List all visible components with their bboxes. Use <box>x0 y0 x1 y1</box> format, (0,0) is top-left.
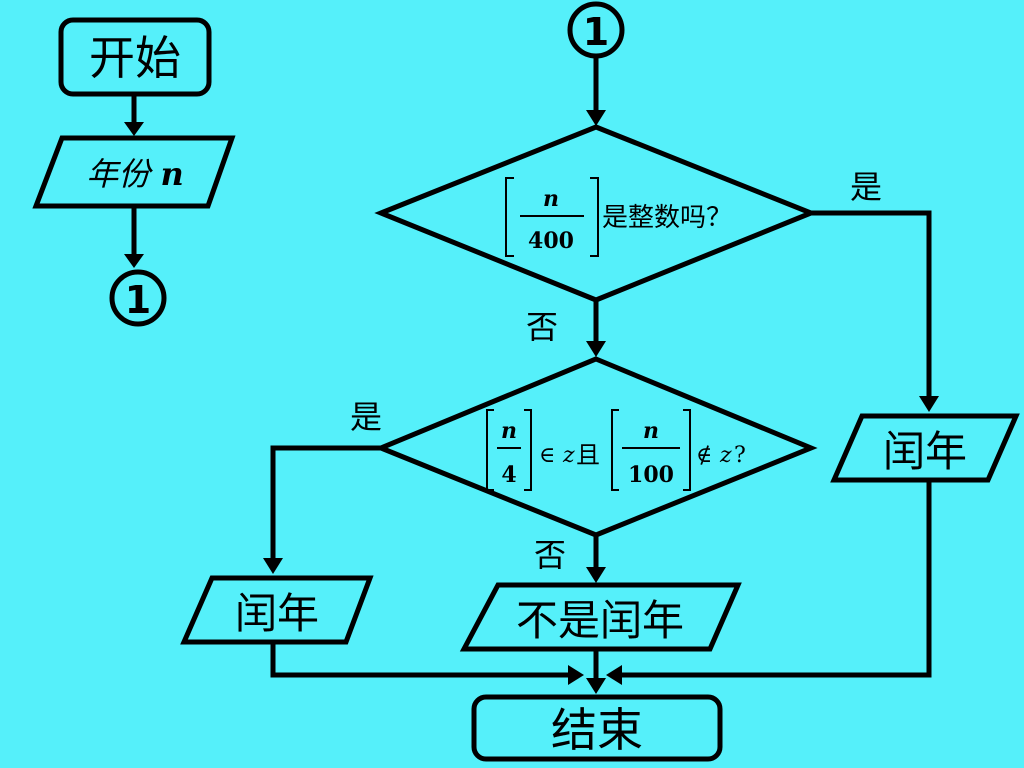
line-leap-left-to-merge <box>270 642 570 678</box>
line-leap-right-to-merge <box>620 480 932 678</box>
output-leap-right-label: 闰年 <box>883 427 967 476</box>
arrowhead-cond1-no <box>586 341 606 357</box>
cond2-z1: z <box>562 443 575 468</box>
cond2-z2: z <box>719 443 732 468</box>
cond2-bracket2-right <box>683 409 691 491</box>
arrow-cond1-yes <box>811 210 932 398</box>
cond2-frac2-den: 100 <box>628 462 674 488</box>
cond2-and: 且 <box>576 441 600 469</box>
cond2-frac2-num: n <box>643 418 659 444</box>
input-text: 年份 <box>86 155 153 193</box>
cond2-bracket1-left <box>486 409 494 491</box>
output-leap-left <box>180 575 374 645</box>
arrowhead-cond2-yes <box>263 558 283 574</box>
cond2-in-symbol: ∈ <box>539 443 555 468</box>
arrowhead-connector-cond1 <box>586 110 606 126</box>
cond1-yes-label: 是 <box>850 168 882 206</box>
decision-1-diamond <box>374 124 818 303</box>
output-not-leap <box>459 582 742 652</box>
cond2-frac1-den: 4 <box>501 462 516 488</box>
cond2-no-label: 否 <box>534 536 566 574</box>
input-label: 年份 n <box>86 155 183 193</box>
cond2-bracket2-left <box>611 409 619 491</box>
cond1-bracket-right <box>590 177 599 257</box>
arrowhead-end <box>586 678 606 694</box>
connector-top-label: 1 <box>583 10 609 54</box>
cond1-bracket-left <box>505 177 514 257</box>
start-label: 开始 <box>89 31 181 85</box>
output-leap-left-label: 闰年 <box>235 589 319 638</box>
end-terminal <box>471 694 723 762</box>
cond2-bracket1-right <box>524 409 532 491</box>
input-variable: n <box>160 155 183 193</box>
arrowhead-input-connector <box>124 254 144 268</box>
arrowhead-cond2-no <box>586 567 606 583</box>
cond1-frac-num: n <box>543 186 559 212</box>
cond2-frac1-num: n <box>501 418 517 444</box>
arrowhead-merge-left <box>568 665 584 685</box>
connector-left <box>109 269 167 327</box>
cond1-no-label: 否 <box>526 308 558 346</box>
cond1-frac-den: 400 <box>528 228 574 254</box>
output-not-leap-label: 不是闰年 <box>516 596 684 645</box>
arrow-cond2-yes <box>270 445 381 560</box>
arrowhead-cond1-yes <box>919 396 939 412</box>
connector-left-label: 1 <box>125 278 151 322</box>
arrowhead-merge-right <box>606 665 622 685</box>
cond2-question: ? <box>734 443 746 468</box>
cond2-notin-symbol: ∉ <box>696 443 712 468</box>
cond1-text: 是整数吗？ <box>602 203 732 233</box>
end-label: 结束 <box>551 703 643 757</box>
input-parallelogram <box>32 135 236 209</box>
arrowhead-start-input <box>124 122 144 136</box>
output-leap-right <box>830 413 1020 483</box>
cond2-yes-label: 是 <box>350 398 382 436</box>
